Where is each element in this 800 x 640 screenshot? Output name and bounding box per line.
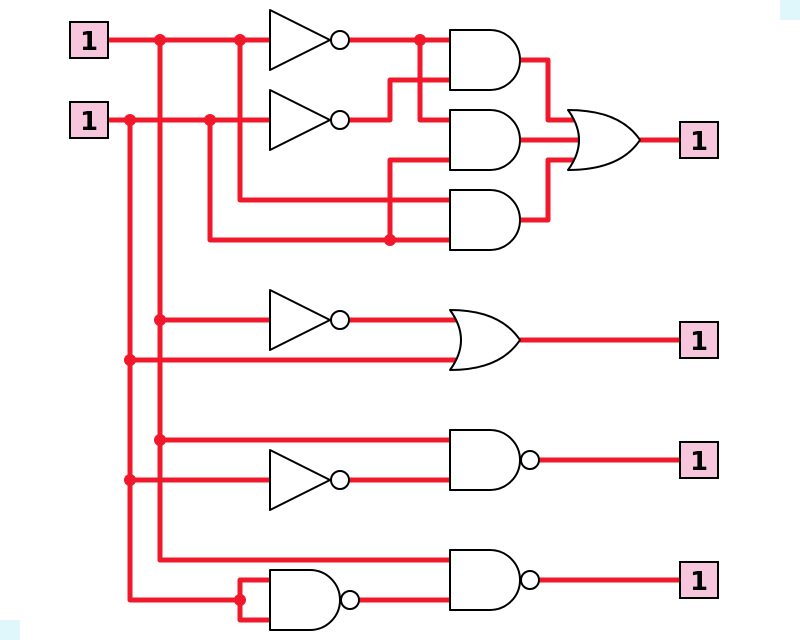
output-1-value: 1 xyxy=(690,127,708,157)
wire-and2-lower-input xyxy=(387,157,453,243)
junction-dot xyxy=(384,234,396,246)
junction-dot xyxy=(124,474,136,486)
not-gate xyxy=(269,89,350,151)
output-2: 1 xyxy=(679,321,719,359)
output-3: 1 xyxy=(679,441,719,479)
output-2-value: 1 xyxy=(690,327,708,357)
junction-dot xyxy=(124,354,136,366)
or-gate xyxy=(449,309,521,371)
junction-dot xyxy=(234,594,246,606)
nand-gate xyxy=(269,569,360,631)
corner-marker-bottom-left xyxy=(0,620,20,640)
wire-b-branch-to-and3 xyxy=(207,117,453,243)
junction-dot xyxy=(154,34,166,46)
output-4-value: 1 xyxy=(690,567,708,597)
wire-b-vertical-trunk xyxy=(127,117,243,603)
wires xyxy=(107,37,683,623)
not-gate xyxy=(269,449,350,511)
junction-dot xyxy=(124,114,136,126)
junction-dot xyxy=(234,34,246,46)
junction-dot xyxy=(154,434,166,446)
and-gate xyxy=(449,29,521,91)
input-a-value: 1 xyxy=(80,27,98,57)
output-4: 1 xyxy=(679,561,719,599)
input-b[interactable]: 1 xyxy=(69,101,109,139)
output-3-value: 1 xyxy=(690,447,708,477)
not-gate xyxy=(269,289,350,351)
wire-nand2-inputs xyxy=(237,577,271,623)
or-gate xyxy=(567,109,641,171)
nand-gate xyxy=(449,429,540,491)
junction-dot xyxy=(204,114,216,126)
and-gate xyxy=(449,109,521,171)
junction-dots xyxy=(124,34,426,606)
nand-gate xyxy=(449,549,540,611)
and-gate xyxy=(449,189,521,251)
wire-not1-to-and2 xyxy=(417,37,453,123)
junction-dot xyxy=(154,314,166,326)
output-1: 1 xyxy=(679,121,719,159)
gates xyxy=(269,9,641,631)
not-gate xyxy=(269,9,350,71)
wire-and3-to-or1 xyxy=(517,157,577,223)
junction-dot xyxy=(414,34,426,46)
wire-and1-to-or1 xyxy=(517,57,577,123)
input-b-value: 1 xyxy=(80,107,98,137)
input-a[interactable]: 1 xyxy=(69,21,109,59)
corner-marker-top-right xyxy=(780,0,800,20)
wire-a-branch-vertical xyxy=(237,37,453,203)
wire-not2-out xyxy=(347,77,453,123)
